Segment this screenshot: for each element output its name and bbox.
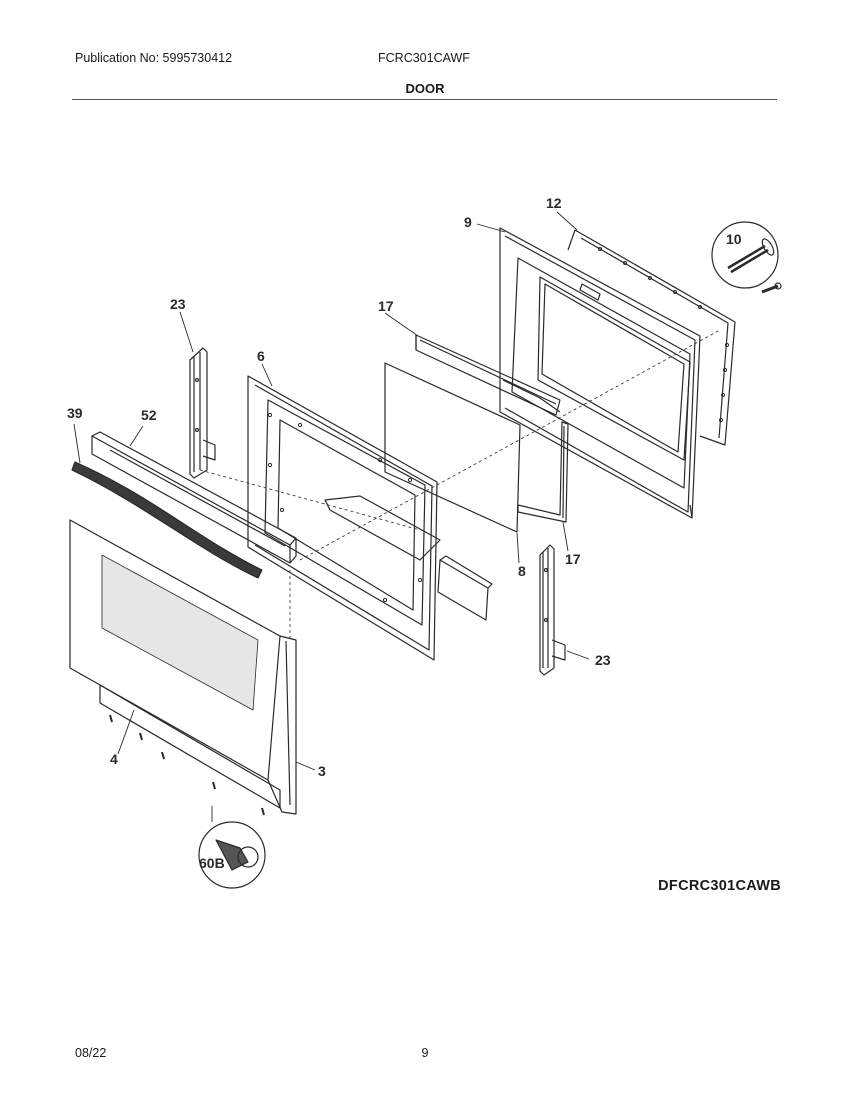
callout-9: 9 — [464, 214, 472, 230]
door-liner-part — [247, 375, 441, 661]
callout-23-top: 23 — [170, 296, 186, 312]
callout-12: 12 — [546, 195, 562, 211]
glass-frame-part — [415, 334, 561, 416]
callout-6: 6 — [257, 348, 265, 364]
glass-pane-part — [384, 362, 521, 533]
insulation-block-part — [437, 555, 493, 621]
model-number: FCRC301CAWF — [378, 51, 470, 65]
callout-23-bottom: 23 — [595, 652, 611, 668]
screw-60b-zoom-part — [198, 821, 266, 889]
inner-door-panel-part — [499, 227, 701, 519]
alignment-lines — [199, 329, 721, 640]
callout-39: 39 — [67, 405, 83, 421]
callout-17-top: 17 — [378, 298, 394, 314]
publication-number: Publication No: 5995730412 — [75, 51, 233, 65]
door-hinge-lower-part — [539, 544, 566, 676]
screw-zoom-part — [711, 221, 782, 294]
callout-60b: 60B — [199, 855, 225, 871]
header-rule — [72, 99, 777, 100]
callout-10: 10 — [726, 231, 742, 247]
diagram-code: DFCRC301CAWB — [658, 878, 781, 894]
glass-channel-part — [517, 421, 569, 523]
section-title: DOOR — [405, 81, 445, 96]
footer-date: 08/22 — [75, 1046, 107, 1060]
callout-8: 8 — [518, 563, 526, 579]
callout-17-bottom: 17 — [565, 551, 581, 567]
outer-door-panel-part — [69, 519, 297, 815]
callout-3: 3 — [318, 763, 326, 779]
callout-4: 4 — [110, 751, 118, 767]
page-number: 9 — [421, 1046, 429, 1060]
door-hinge-upper-part — [189, 347, 216, 479]
callout-52: 52 — [141, 407, 157, 423]
bottom-trim-part — [99, 684, 281, 816]
handle-trim-part — [91, 431, 297, 564]
leader-lines — [73, 211, 590, 822]
door-handle-part — [71, 461, 263, 579]
door-gasket-part — [567, 229, 736, 446]
